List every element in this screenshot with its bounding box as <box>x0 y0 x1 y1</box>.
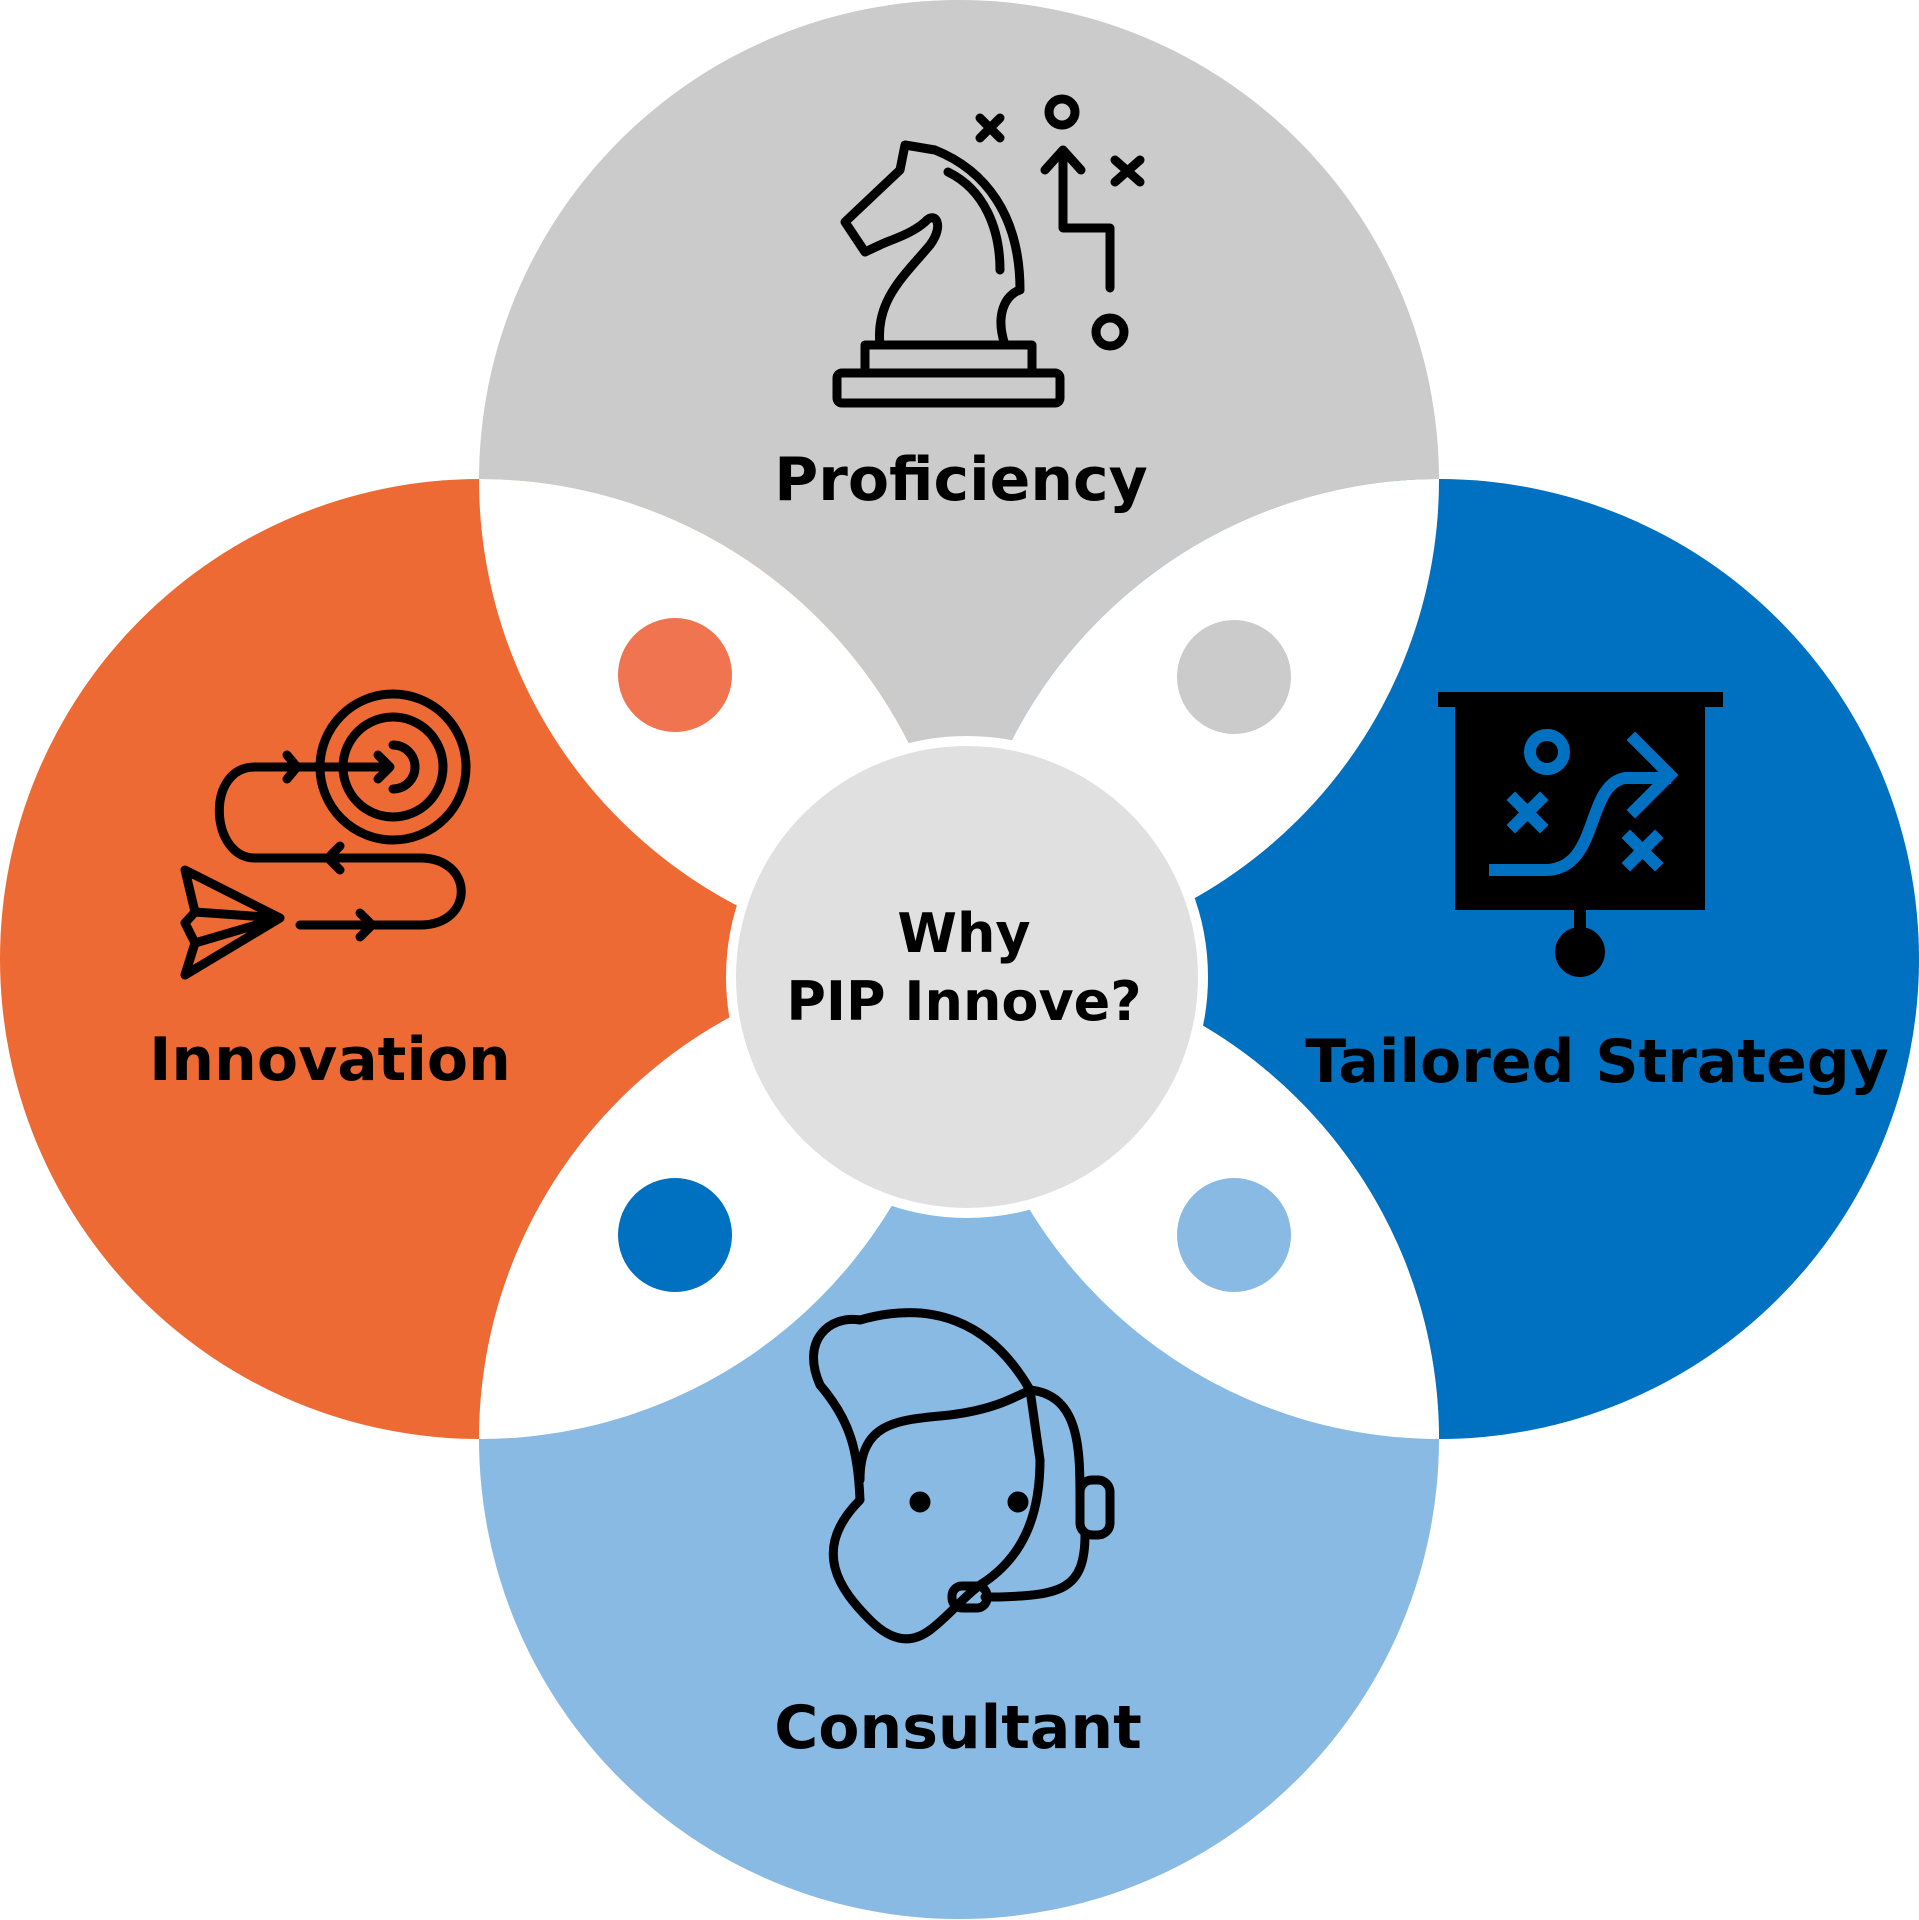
label-innovation: Innovation <box>149 1025 511 1095</box>
dot-gray <box>1177 620 1291 734</box>
dot-light-blue <box>1177 1178 1291 1292</box>
center-circle <box>726 736 1208 1218</box>
label-consultant: Consultant <box>774 1693 1142 1763</box>
headset-consultant-icon <box>809 1308 1115 1644</box>
chess-knight-strategy-icon <box>832 94 1145 408</box>
strategy-board-icon <box>1438 692 1723 977</box>
dot-orange <box>618 618 732 732</box>
label-tailored-strategy: Tailored Strategy <box>1305 1027 1889 1097</box>
target-paper-plane-icon <box>180 689 471 980</box>
center-title-line1: Why <box>897 902 1030 965</box>
center-title-line2: PIP Innove? <box>786 970 1141 1033</box>
label-proficiency: Proficiency <box>774 445 1147 515</box>
dot-blue <box>618 1178 732 1292</box>
